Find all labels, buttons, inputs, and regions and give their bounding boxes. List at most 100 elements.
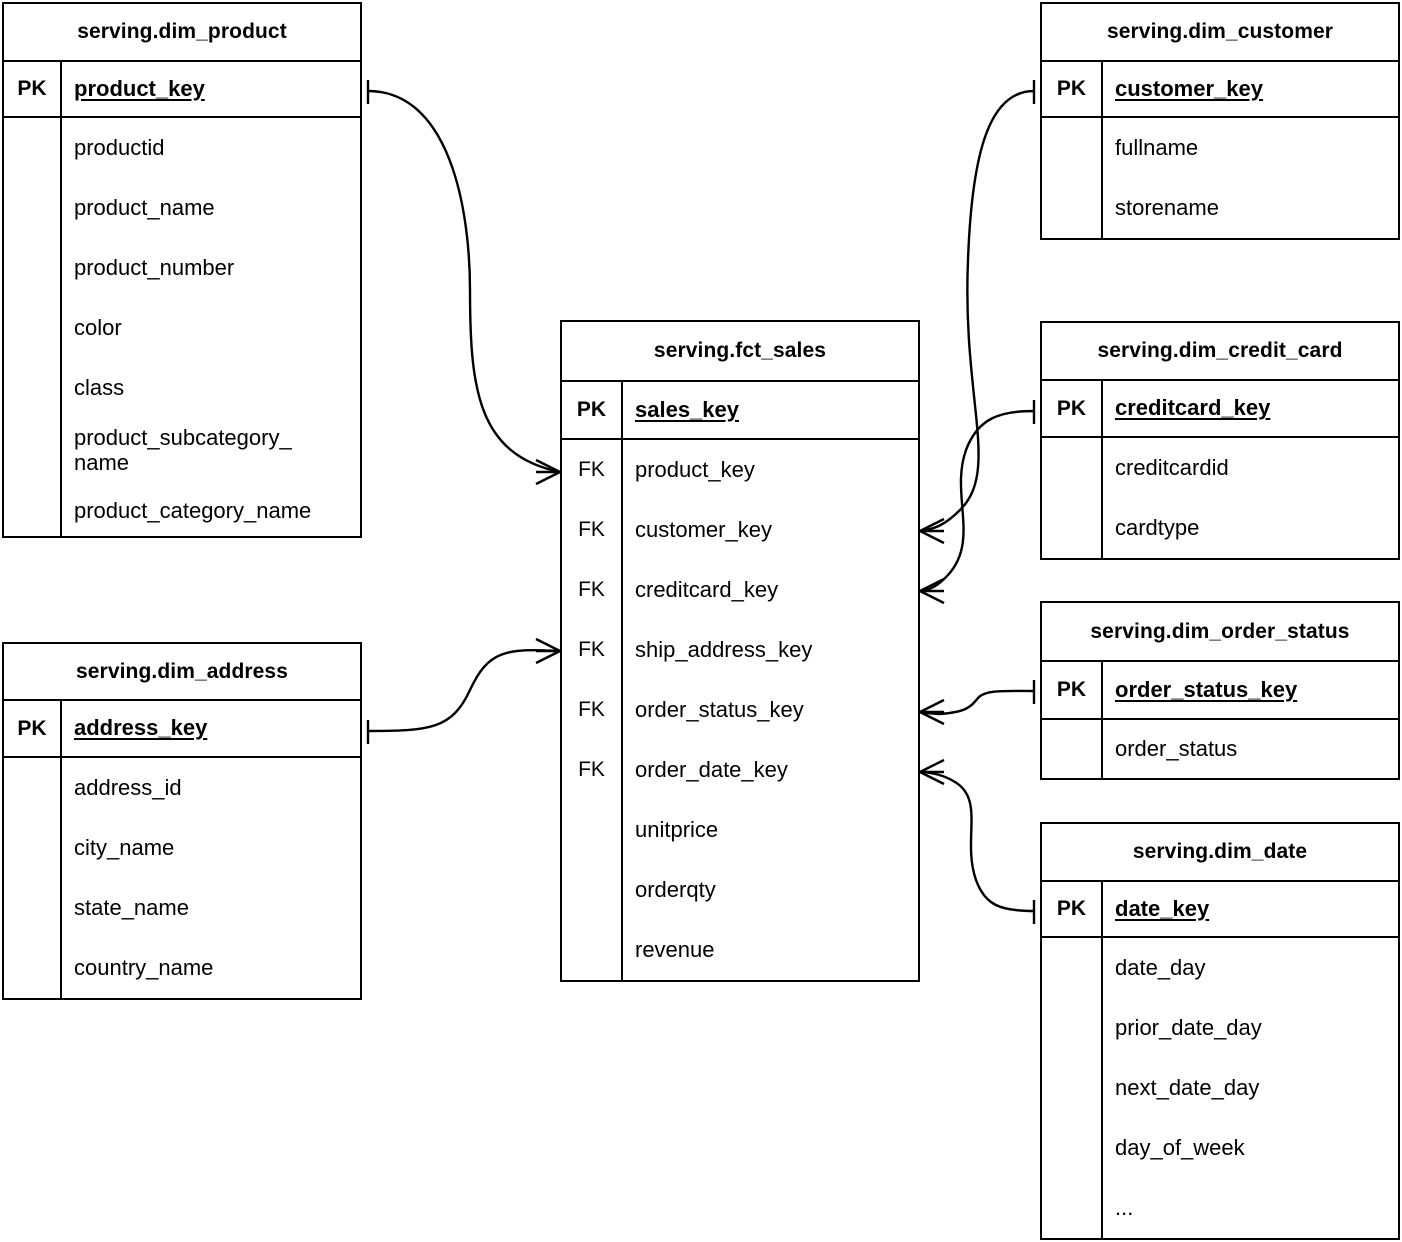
attributes-dim-credit-card: creditcardid cardtype <box>1042 438 1398 558</box>
entity-title-dim-credit-card: serving.dim_credit_card <box>1042 323 1398 382</box>
attribute-row: productid <box>74 134 165 160</box>
pk-label-fct-sales: PK <box>562 382 623 438</box>
fk-label: FK <box>562 680 623 740</box>
attribute-list-dim-address: address_id city_name state_name country_… <box>62 758 360 998</box>
pk-row-dim-date: PK date_key <box>1042 881 1398 938</box>
attribute-row-fk: FK product_key <box>562 440 918 500</box>
attribute-row: class <box>74 374 125 400</box>
pk-label-dim-credit-card: PK <box>1042 381 1103 436</box>
key-strip-dim-address <box>4 758 62 998</box>
attribute-row: date_day <box>1115 954 1206 980</box>
field-name: order_date_key <box>635 756 788 782</box>
key-strip-dim-credit-card <box>1042 438 1103 558</box>
field-name: order_status_key <box>635 696 804 722</box>
entity-dim-customer[interactable]: serving.dim_customer PK customer_key ful… <box>1040 2 1400 240</box>
crowsfoot-sales-creditcard <box>919 577 945 605</box>
pk-field-text: address_key <box>74 715 208 741</box>
relationship-customer-to-sales <box>919 80 1036 545</box>
field-name: orderqty <box>635 876 716 902</box>
attribute-row-fk: FK ship_address_key <box>562 620 918 680</box>
entity-title-fct-sales: serving.fct_sales <box>562 322 918 382</box>
entity-fct-sales[interactable]: serving.fct_sales PK sales_key FK produc… <box>560 320 920 982</box>
entity-title-dim-product: serving.dim_product <box>4 4 360 62</box>
relationship-address-to-sales <box>366 637 561 744</box>
field-name: ship_address_key <box>635 636 813 662</box>
key-strip-dim-date <box>1042 938 1103 1238</box>
fk-label: FK <box>562 740 623 800</box>
entity-title-dim-date: serving.dim_date <box>1042 824 1398 882</box>
field-name: creditcard_key <box>635 576 779 602</box>
pk-row-dim-order-status: PK order_status_key <box>1042 662 1398 720</box>
attributes-dim-customer: fullname storename <box>1042 118 1398 238</box>
attribute-row: product_name <box>74 194 215 220</box>
attribute-row: prior_date_day <box>1115 1014 1262 1040</box>
attribute-row: fullname <box>1115 134 1199 160</box>
crowsfoot-sales-date <box>919 758 945 786</box>
attribute-row: orderqty <box>562 860 918 920</box>
attribute-row: product_category_name <box>74 497 312 523</box>
fk-label: FK <box>562 500 623 560</box>
key-strip-dim-customer <box>1042 118 1103 238</box>
pk-label-dim-order-status: PK <box>1042 662 1103 718</box>
attribute-text: product_subcategory_ name <box>74 425 292 475</box>
entity-dim-product[interactable]: serving.dim_product PK product_key produ… <box>2 2 362 538</box>
pk-row-dim-customer: PK customer_key <box>1042 61 1398 118</box>
field-name: unitprice <box>635 816 719 842</box>
entity-title-dim-customer: serving.dim_customer <box>1042 4 1398 62</box>
entity-dim-order-status[interactable]: serving.dim_order_status PK order_status… <box>1040 601 1400 780</box>
attributes-dim-date: date_day prior_date_day next_date_day da… <box>1042 938 1398 1238</box>
key-blank <box>562 860 623 920</box>
attributes-dim-address: address_id city_name state_name country_… <box>4 758 360 998</box>
relationship-product-to-sales <box>366 80 561 486</box>
attribute-row: next_date_day <box>1115 1074 1260 1100</box>
pk-field-dim-date: date_key <box>1103 882 1398 936</box>
attribute-row: city_name <box>74 834 175 860</box>
key-strip-dim-order-status <box>1042 720 1103 778</box>
pk-row-dim-credit-card: PK creditcard_key <box>1042 381 1398 438</box>
attribute-row-fk: FK order_date_key <box>562 740 918 800</box>
pk-row-dim-address: PK address_key <box>4 701 360 758</box>
attribute-row: product_number <box>74 254 235 280</box>
fk-label: FK <box>562 440 623 500</box>
key-blank <box>562 800 623 860</box>
pk-label-dim-product: PK <box>4 61 62 116</box>
entity-dim-date[interactable]: serving.dim_date PK date_key date_day pr… <box>1040 822 1400 1240</box>
crowsfoot-sales-orderstatus <box>919 698 945 726</box>
attribute-list-dim-date: date_day prior_date_day next_date_day da… <box>1103 938 1398 1238</box>
attribute-row: order_status <box>1115 735 1238 761</box>
relationship-creditcard-to-sales <box>919 400 1036 605</box>
pk-field-fct-sales: sales_key <box>623 382 918 438</box>
crowsfoot-sales-product <box>535 458 561 486</box>
entity-dim-address[interactable]: serving.dim_address PK address_key addre… <box>2 642 362 1000</box>
attributes-dim-order-status: order_status <box>1042 720 1398 778</box>
relationship-orderstatus-to-sales <box>919 680 1036 726</box>
attribute-row: product_subcategory_ name <box>62 418 360 486</box>
attribute-row-fk: FK customer_key <box>562 500 918 560</box>
pk-field-dim-product: product_key <box>62 62 360 116</box>
attribute-list-dim-order-status: order_status <box>1103 720 1398 778</box>
pk-field-dim-address: address_key <box>62 701 360 756</box>
attribute-row: unitprice <box>562 800 918 860</box>
pk-row-fct-sales: PK sales_key <box>562 382 918 440</box>
pk-field-text: date_key <box>1115 895 1210 921</box>
crowsfoot-sales-customer <box>919 517 945 545</box>
entity-dim-credit-card[interactable]: serving.dim_credit_card PK creditcard_ke… <box>1040 321 1400 560</box>
attribute-row: state_name <box>74 894 189 920</box>
pk-field-dim-order-status: order_status_key <box>1103 662 1398 718</box>
attribute-row: revenue <box>562 920 918 980</box>
attribute-list-dim-credit-card: creditcardid cardtype <box>1103 438 1398 558</box>
key-blank <box>562 920 623 980</box>
attribute-row: storename <box>1115 194 1219 220</box>
attribute-row: day_of_week <box>1115 1134 1245 1160</box>
pk-field-text: product_key <box>74 75 205 101</box>
pk-field-text: order_status_key <box>1115 676 1298 702</box>
attributes-fct-sales: FK product_key FK customer_key FK credit… <box>562 440 918 980</box>
pk-row-dim-product: PK product_key <box>4 61 360 118</box>
attribute-row: address_id <box>74 774 182 800</box>
attribute-row: creditcardid <box>1115 454 1229 480</box>
attributes-dim-product: productid product_name product_number co… <box>4 118 360 536</box>
field-name: product_key <box>635 456 755 482</box>
field-name: revenue <box>635 936 715 962</box>
fk-label: FK <box>562 560 623 620</box>
